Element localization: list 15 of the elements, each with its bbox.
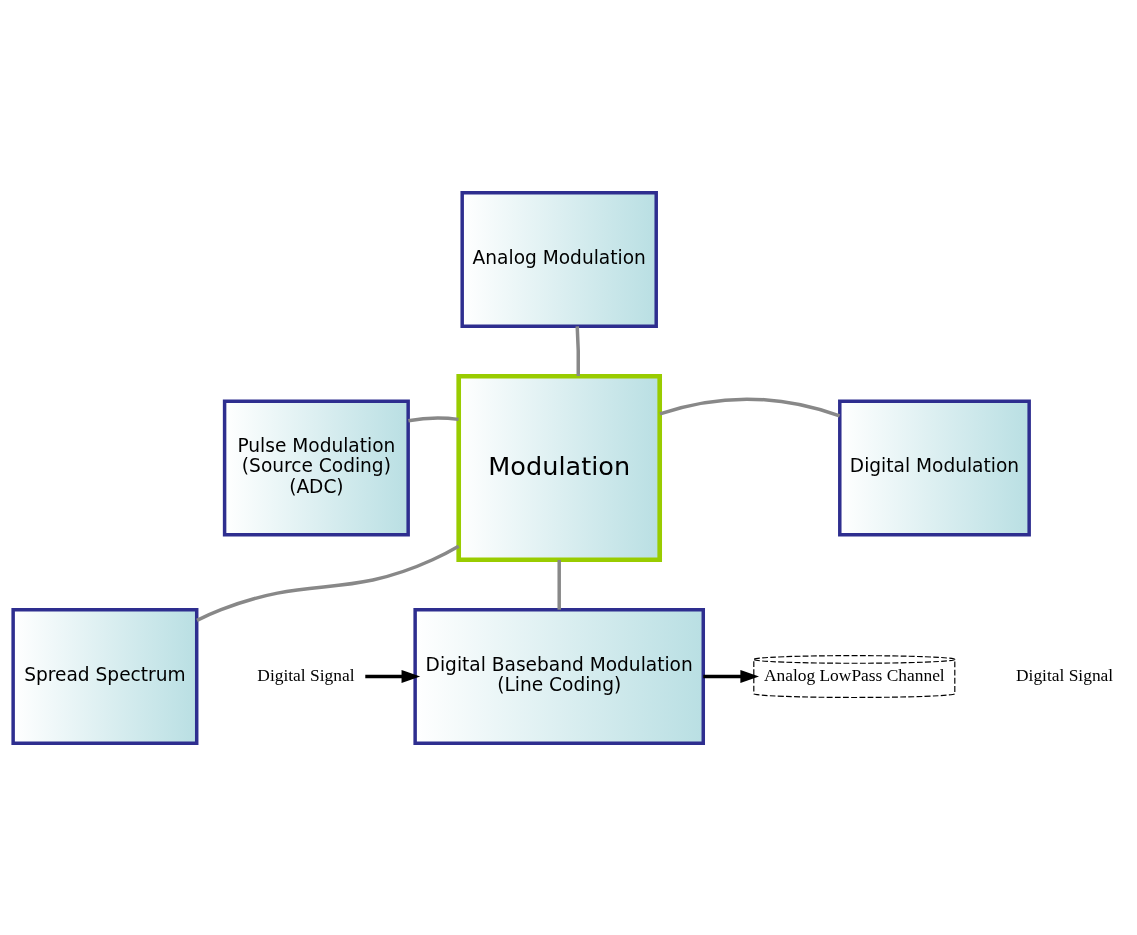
connector bbox=[575, 325, 581, 376]
connector bbox=[408, 415, 459, 423]
arrow bbox=[365, 669, 421, 683]
connector bbox=[659, 396, 841, 418]
node-box: Digital Modulation bbox=[838, 398, 1031, 537]
node-box: Modulation bbox=[456, 373, 663, 562]
node-box: Digital Baseband Modulation (Line Coding) bbox=[413, 607, 705, 745]
node-box: Analog Modulation bbox=[460, 190, 658, 328]
node-text: Digital Signal bbox=[257, 664, 355, 685]
label: Digital Signal bbox=[1016, 664, 1114, 685]
connector bbox=[196, 544, 460, 622]
arrow bbox=[703, 669, 759, 683]
node-box: Pulse Modulation (Source Coding) (ADC) bbox=[222, 398, 410, 537]
node-box: Spread Spectrum bbox=[11, 607, 199, 745]
connector bbox=[557, 559, 561, 610]
